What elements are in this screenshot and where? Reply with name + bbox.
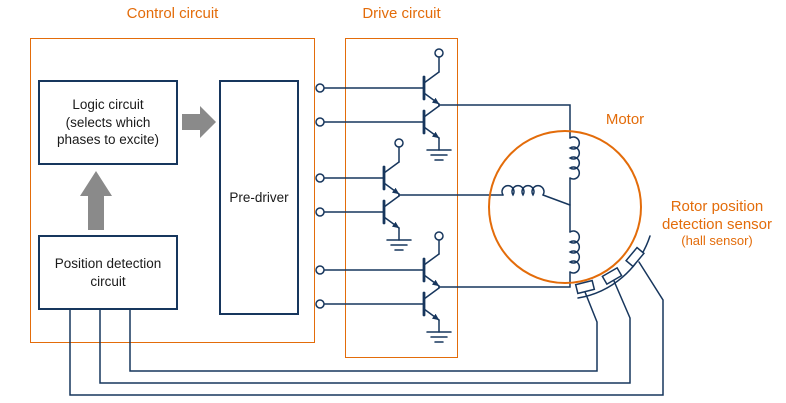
- supply-terminal: [434, 231, 444, 241]
- hall-sensor-label: (hall sensor): [681, 233, 753, 248]
- motor-circle: [488, 130, 642, 284]
- rotor-position-sensor: [574, 235, 651, 299]
- logic-circuit-label: Logic circuit (selects which phases to e…: [56, 97, 160, 148]
- control-circuit-box: [30, 38, 315, 343]
- transistor-bottom-low: [422, 287, 440, 321]
- hall-sensor-3: [625, 246, 645, 268]
- feedback-wire-inner: [129, 291, 598, 372]
- sensor-feedback-wires: [69, 261, 664, 396]
- arrow-position-to-logic: [80, 171, 112, 230]
- position-detection-label: Position detection circuit: [54, 255, 162, 289]
- pre-driver-label: Pre-driver: [229, 189, 289, 205]
- feedback-wire-outer: [69, 261, 664, 396]
- hall-sensor-2: [601, 266, 623, 286]
- hall-sensor-1: [574, 279, 596, 295]
- pre-driver-block: Pre-driver: [219, 80, 299, 315]
- phase-wire-bottom: [438, 271, 571, 288]
- supply-terminal: [434, 48, 444, 58]
- half-bridge-bottom: [422, 231, 571, 343]
- transistor-middle-low: [382, 195, 400, 229]
- half-bridge-middle: [382, 138, 504, 251]
- feedback-wire-middle: [99, 280, 631, 384]
- ground-symbol-middle: [386, 227, 412, 251]
- motor-coil-left: [501, 185, 545, 197]
- terminal-circle: [315, 83, 325, 93]
- transistor-bottom-high: [422, 253, 440, 287]
- terminal-circle: [315, 117, 325, 127]
- transistor-middle-high: [382, 161, 400, 195]
- position-detection-block: Position detection circuit: [38, 235, 178, 310]
- terminal-circle: [315, 265, 325, 275]
- half-bridge-top: [422, 48, 571, 161]
- terminal-circle: [315, 207, 325, 217]
- arrow-logic-to-predriver: [182, 106, 216, 138]
- motor-coil-top: [568, 136, 580, 180]
- motor-coil-bottom: [568, 230, 580, 274]
- drive-circuit-box: [345, 38, 458, 358]
- transistor-top-high: [422, 71, 440, 105]
- terminal-circle: [315, 173, 325, 183]
- logic-circuit-block: Logic circuit (selects which phases to e…: [38, 80, 178, 165]
- drive-circuit-label: Drive circuit: [362, 5, 441, 22]
- control-circuit-label: Control circuit: [126, 5, 219, 22]
- sensor-arc: [577, 235, 651, 299]
- terminal-circle: [315, 299, 325, 309]
- supply-terminal: [394, 138, 404, 148]
- transistor-top-low: [422, 105, 440, 139]
- motor: [488, 130, 642, 284]
- ground-symbol-bottom: [426, 319, 452, 343]
- ground-symbol-top: [426, 137, 452, 161]
- phase-wire-top: [438, 104, 571, 139]
- motor-label: Motor: [605, 111, 645, 128]
- rotor-sensor-label: Rotor position detection sensor: [661, 198, 773, 233]
- pre-driver-output-terminals: [315, 83, 425, 309]
